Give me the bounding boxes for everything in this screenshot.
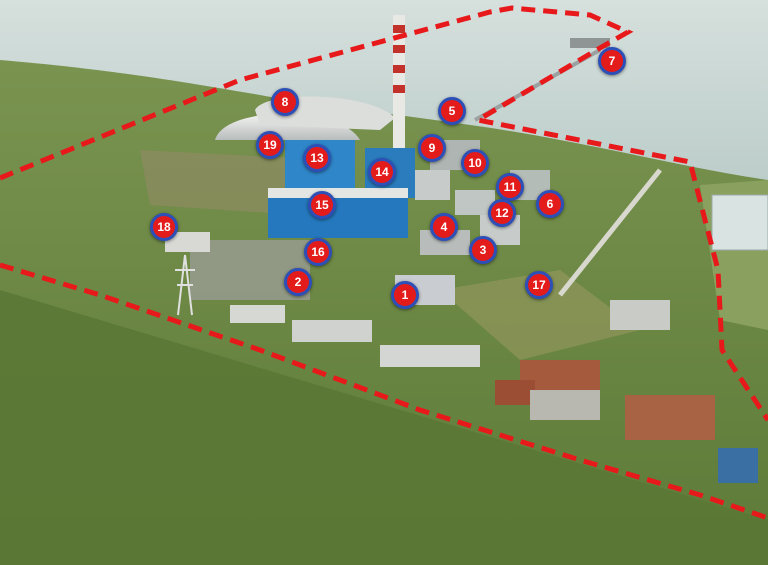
location-marker-15[interactable]: 15 bbox=[308, 191, 336, 219]
open-field bbox=[440, 270, 640, 360]
location-marker-1[interactable]: 1 bbox=[391, 281, 419, 309]
location-marker-16[interactable]: 16 bbox=[304, 238, 332, 266]
location-marker-5[interactable]: 5 bbox=[438, 97, 466, 125]
small-building bbox=[165, 232, 210, 252]
lower-vegetation bbox=[0, 290, 768, 565]
housing-block bbox=[610, 300, 670, 330]
pond bbox=[711, 194, 768, 251]
location-marker-11[interactable]: 11 bbox=[496, 173, 524, 201]
warehouse bbox=[292, 320, 372, 342]
location-marker-8[interactable]: 8 bbox=[271, 88, 299, 116]
location-marker-13[interactable]: 13 bbox=[303, 144, 331, 172]
location-marker-17[interactable]: 17 bbox=[525, 271, 553, 299]
housing-block bbox=[625, 395, 715, 440]
transmission-tower bbox=[175, 254, 195, 316]
jetty-head bbox=[570, 38, 610, 48]
location-marker-10[interactable]: 10 bbox=[461, 149, 489, 177]
parking bbox=[530, 390, 600, 420]
location-marker-12[interactable]: 12 bbox=[488, 199, 516, 227]
road bbox=[558, 168, 662, 297]
location-marker-6[interactable]: 6 bbox=[536, 190, 564, 218]
location-marker-19[interactable]: 19 bbox=[256, 131, 284, 159]
location-marker-14[interactable]: 14 bbox=[368, 158, 396, 186]
site-boundary bbox=[0, 5, 768, 422]
site-boundary-south bbox=[0, 262, 768, 521]
location-marker-2[interactable]: 2 bbox=[284, 268, 312, 296]
location-marker-3[interactable]: 3 bbox=[469, 236, 497, 264]
location-marker-7[interactable]: 7 bbox=[598, 47, 626, 75]
warehouse bbox=[380, 345, 480, 367]
location-marker-4[interactable]: 4 bbox=[430, 213, 458, 241]
red-roof-building bbox=[495, 380, 535, 405]
mosque bbox=[718, 448, 758, 483]
structure bbox=[415, 170, 450, 200]
warehouse bbox=[230, 305, 285, 323]
location-marker-18[interactable]: 18 bbox=[150, 213, 178, 241]
location-marker-9[interactable]: 9 bbox=[418, 134, 446, 162]
